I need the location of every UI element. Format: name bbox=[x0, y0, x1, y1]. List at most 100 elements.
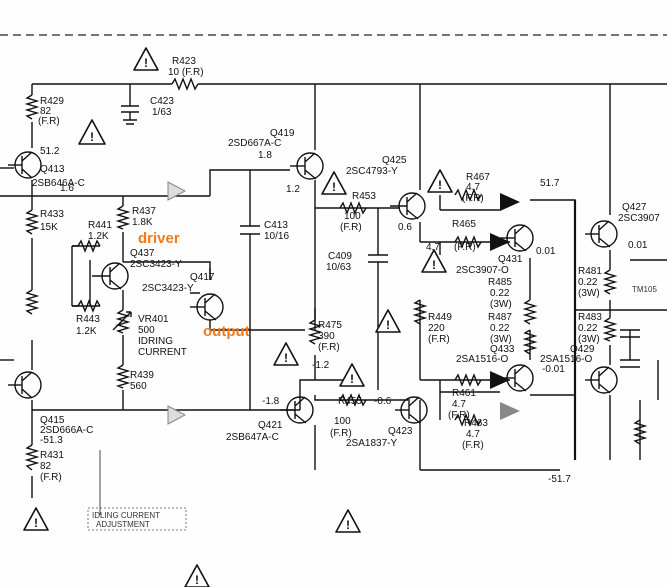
r443-ref: R443 bbox=[76, 314, 100, 325]
capacitor-c423 bbox=[121, 100, 139, 125]
r465-extra: (F.R) bbox=[454, 242, 476, 253]
annotation-driver: driver bbox=[138, 230, 180, 247]
r481-value: 0.22 bbox=[578, 277, 598, 288]
r455-ref: R455 bbox=[338, 396, 362, 407]
resistor-r455 bbox=[339, 393, 367, 407]
q429-ref: Q429 bbox=[570, 344, 595, 355]
arrow-icon bbox=[500, 193, 520, 211]
capacitor-c409 bbox=[368, 250, 388, 270]
warning-triangle-icon: ! bbox=[321, 171, 347, 195]
q419-ref: Q419 bbox=[270, 128, 295, 139]
resistor-right-edge bbox=[632, 419, 648, 445]
r481-extra: (3W) bbox=[578, 288, 600, 299]
voltage-m0-01: -0.01 bbox=[542, 364, 565, 375]
voltage-m1-2: -1.2 bbox=[312, 360, 330, 371]
svg-text:!: ! bbox=[90, 130, 94, 144]
resistor-r465 bbox=[454, 235, 482, 249]
r423-ref: R423 bbox=[172, 56, 196, 67]
tm-ref-note: TM105 bbox=[632, 285, 657, 294]
voltage-m1-8: -1.8 bbox=[262, 396, 280, 407]
warning-triangle-icon: ! bbox=[184, 564, 210, 587]
svg-text:!: ! bbox=[346, 518, 350, 532]
q431-value: 2SC3907-O bbox=[456, 265, 509, 276]
c409-ref: C409 bbox=[328, 251, 352, 262]
q421-ref: Q421 bbox=[258, 420, 283, 431]
warning-triangle-icon: ! bbox=[273, 342, 299, 366]
transistor-symbols bbox=[8, 151, 618, 424]
r487-ref: R487 bbox=[488, 312, 512, 323]
safety-warning-triangles: ! ! ! ! ! ! ! ! ! ! ! bbox=[23, 47, 453, 587]
r461-value: 4.7 bbox=[452, 399, 466, 410]
resistor-symbols bbox=[24, 77, 648, 471]
resistor-r437 bbox=[115, 205, 131, 230]
q415-ref: Q415 bbox=[40, 415, 65, 426]
r431-extra: (F.R) bbox=[40, 472, 62, 483]
arrow-icon bbox=[167, 405, 187, 425]
transistor-q421 bbox=[280, 396, 314, 424]
svg-text:!: ! bbox=[144, 56, 148, 70]
vr401-ref: VR401 bbox=[138, 314, 169, 325]
r465-value: 4.7 bbox=[426, 242, 440, 253]
r449-value: 220 bbox=[428, 323, 445, 334]
c413-ref: C413 bbox=[264, 220, 288, 231]
resistor-r485 bbox=[522, 299, 538, 325]
svg-text:!: ! bbox=[350, 372, 354, 386]
svg-text:!: ! bbox=[432, 258, 436, 272]
r453-ref: R453 bbox=[352, 191, 376, 202]
r475-extra: (F.R) bbox=[318, 342, 340, 353]
resistor-r467 bbox=[454, 188, 482, 202]
r453-extra: (F.R) bbox=[340, 222, 362, 233]
wiring bbox=[0, 83, 667, 515]
q421-value: 2SB647A-C bbox=[226, 432, 279, 443]
c423-ref: C423 bbox=[150, 96, 174, 107]
trimmer-vr401 bbox=[115, 309, 131, 334]
r485-value: 0.22 bbox=[490, 288, 510, 299]
r463-ref: R463 bbox=[464, 418, 488, 429]
r483-ref: R483 bbox=[578, 312, 602, 323]
r487-extra: (3W) bbox=[490, 334, 512, 345]
resistor-r449 bbox=[412, 299, 428, 325]
resistor-r435 bbox=[24, 289, 40, 315]
r437-value: 1.8K bbox=[132, 217, 153, 228]
arrow-icon bbox=[490, 233, 510, 251]
transistor-q425 bbox=[390, 192, 426, 220]
svg-text:!: ! bbox=[332, 180, 336, 194]
q437-value: 2SC3423-Y bbox=[130, 259, 182, 270]
resistor-r487 bbox=[522, 329, 538, 355]
q417-ref: Q417 bbox=[190, 272, 215, 283]
svg-text:!: ! bbox=[284, 351, 288, 365]
r485-ref: R485 bbox=[488, 277, 512, 288]
r433-ref: R433 bbox=[40, 209, 64, 220]
q417-value: 2SC3423-Y bbox=[142, 283, 194, 294]
r441-value: 1.2K bbox=[88, 231, 109, 242]
vr401-value: 500 bbox=[138, 325, 155, 336]
idling-adjust-note-1: IDLING CURRENT bbox=[92, 511, 160, 520]
resistor-r461 bbox=[454, 373, 482, 387]
arrow-icon bbox=[490, 371, 510, 389]
q413-ref: Q413 bbox=[40, 164, 65, 175]
warning-triangle-icon: ! bbox=[335, 509, 361, 533]
r463-value: 4.7 bbox=[466, 429, 480, 440]
r467-value: 4.7 bbox=[466, 182, 480, 193]
voltage-0-6: 0.6 bbox=[398, 222, 412, 233]
q413-value: 2SB646A-C bbox=[32, 178, 85, 189]
c423-value: 1/63 bbox=[152, 107, 172, 118]
r467-extra: (F.R) bbox=[462, 193, 484, 204]
transistor-q419 bbox=[290, 152, 324, 180]
r483-extra: (3W) bbox=[578, 334, 600, 345]
r449-ref: R449 bbox=[428, 312, 452, 323]
transistor-q429 bbox=[585, 366, 618, 394]
q423-ref: Q423 bbox=[388, 426, 413, 437]
resistor-r429 bbox=[24, 94, 40, 120]
capacitor-right-2 bbox=[620, 359, 640, 368]
transistor-q437 bbox=[92, 262, 129, 290]
svg-text:!: ! bbox=[34, 516, 38, 530]
q431-ref: Q431 bbox=[498, 254, 523, 265]
idling-adjust-callout-box bbox=[87, 507, 187, 531]
q419-value: 2SD667A-C bbox=[228, 138, 281, 149]
voltage-1-6: 1.6 bbox=[60, 183, 74, 194]
voltage-51-2: 51.2 bbox=[40, 146, 60, 157]
r431-value: 82 bbox=[40, 461, 52, 472]
r423-value: 10 (F.R) bbox=[168, 67, 204, 78]
